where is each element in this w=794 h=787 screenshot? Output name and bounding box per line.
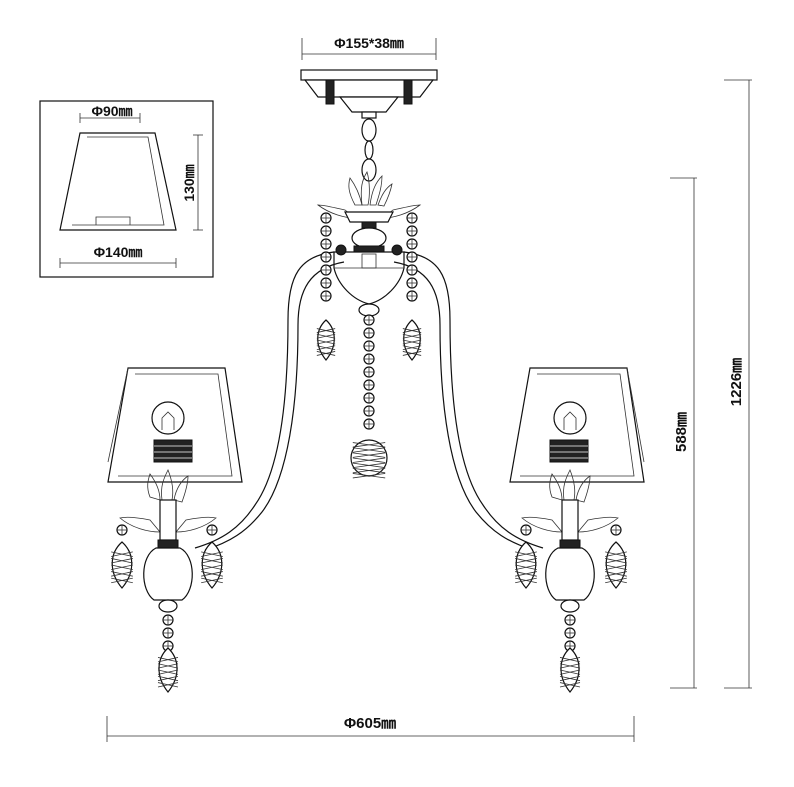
left-candle-cup: [119, 469, 217, 613]
crystal-bead: [406, 264, 418, 276]
crystal-bead: [406, 290, 418, 302]
crystal-bead: [363, 314, 375, 326]
crystal-bead: [206, 524, 218, 536]
total-height-label: 1226㎜: [728, 358, 745, 406]
crystal-bead: [363, 327, 375, 339]
crystal-bead: [520, 524, 532, 536]
crystal-bead: [406, 251, 418, 263]
crystal-bead: [610, 524, 622, 536]
crystal-drop: [316, 319, 336, 361]
crystal-bead: [320, 251, 332, 263]
body-height-label: 588㎜: [673, 412, 690, 452]
crystal-bead: [406, 225, 418, 237]
crystal-bead: [320, 264, 332, 276]
crystal-bead: [363, 353, 375, 365]
crystal-bead: [363, 366, 375, 378]
crystal-bead: [363, 340, 375, 352]
canopy-dimension-label: Φ155*38㎜: [334, 35, 404, 51]
crystal-drop: [559, 647, 581, 693]
center-crystal-strands: [116, 212, 622, 652]
canopy-dimension: Φ155*38㎜: [301, 35, 437, 60]
crystal-drop: [201, 541, 223, 589]
crystal-drop: [515, 541, 537, 589]
crystal-bead: [406, 238, 418, 250]
crystal-bead: [363, 392, 375, 404]
overall-width-label: Φ605㎜: [344, 715, 396, 732]
crystal-bead: [564, 614, 576, 626]
ceiling-canopy: [300, 69, 438, 119]
left-lamp: [107, 367, 243, 613]
crystal-bead: [320, 277, 332, 289]
left-lamp-shade: [107, 367, 243, 483]
crystal-drop: [605, 541, 627, 589]
overall-width-dimension: Φ605㎜: [106, 715, 635, 742]
total-height-dimension: 1226㎜: [724, 79, 752, 689]
central-hub: [316, 171, 422, 317]
shade-detail-inset: Φ90㎜ 130㎜ Φ140㎜: [39, 100, 214, 278]
shade-height-label: 130㎜: [181, 164, 197, 201]
right-candle-cup: [521, 469, 619, 613]
crystal-bead: [320, 212, 332, 224]
crystal-drop: [157, 647, 179, 693]
crystal-bead: [564, 627, 576, 639]
crystal-bead: [406, 212, 418, 224]
crystal-ball: [350, 439, 388, 479]
crystal-drops: [111, 319, 627, 693]
shade-bottom-diameter-label: Φ140㎜: [94, 244, 143, 260]
crystal-bead: [320, 225, 332, 237]
chandelier-arms: [194, 251, 544, 551]
crystal-bead: [320, 238, 332, 250]
crystal-bead: [162, 614, 174, 626]
crystal-bead: [162, 627, 174, 639]
left-bulb: [151, 401, 193, 463]
crystal-bead: [320, 290, 332, 302]
crystal-bead: [116, 524, 128, 536]
right-lamp-shade: [509, 367, 645, 483]
right-bulb: [549, 401, 589, 463]
crystal-bead: [363, 418, 375, 430]
body-height-dimension: 588㎜: [670, 177, 697, 689]
crystal-bead: [406, 277, 418, 289]
crystal-drop: [402, 319, 422, 361]
crystal-bead: [363, 405, 375, 417]
hanging-chain: [361, 118, 377, 182]
shade-top-diameter-label: Φ90㎜: [91, 103, 132, 119]
crystal-bead: [363, 379, 375, 391]
crystal-drop: [111, 541, 133, 589]
right-lamp: [509, 367, 645, 613]
